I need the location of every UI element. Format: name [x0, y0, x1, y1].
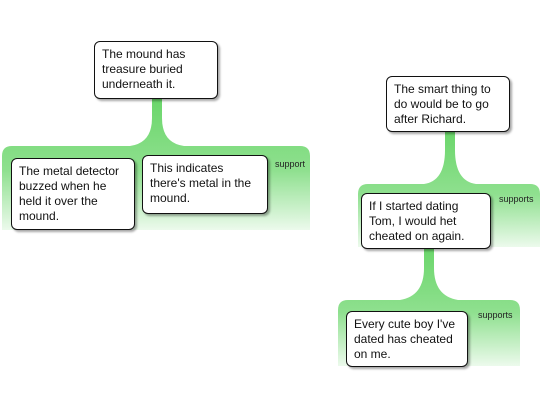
reason-detector-node[interactable]: The metal detector buzzed when he held i… — [11, 158, 135, 230]
support-label-left: support — [275, 159, 306, 169]
supports-label-right-top: supports — [499, 194, 534, 204]
reason-cute-boy-node[interactable]: Every cute boy I've dated has cheated on… — [346, 311, 468, 367]
reason-tom-node[interactable]: If I started dating Tom, I would het che… — [361, 193, 491, 249]
claim-mound-node[interactable]: The mound has treasure buried underneath… — [94, 41, 218, 99]
supports-label-right-bottom: supports — [478, 310, 513, 320]
claim-richard-node[interactable]: The smart thing to do would be to go aft… — [386, 76, 510, 132]
reason-indicates-node[interactable]: This indicates there's metal in the moun… — [142, 155, 268, 214]
